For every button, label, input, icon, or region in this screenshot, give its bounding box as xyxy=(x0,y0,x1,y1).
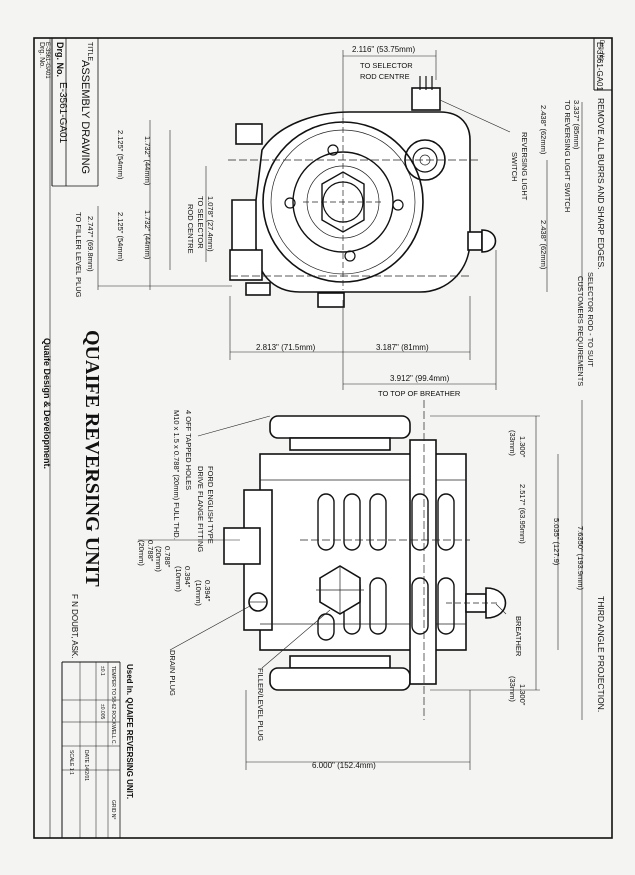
tb-note-scale: SCALE 1:1 xyxy=(68,750,74,775)
dim-0394-a-mm: (10mm) xyxy=(174,566,183,592)
to-selector-text: TO SELECTOR xyxy=(360,61,413,70)
rev-light-label-2: SWITCH xyxy=(510,152,519,182)
to-filler-plug: TO FILLER LEVEL PLUG xyxy=(74,212,83,298)
side-view xyxy=(223,400,507,720)
tb-note-date: DATE 14/2/01 xyxy=(83,750,89,781)
filler-plug-label: FILLER/LEVEL PLUG xyxy=(256,668,265,741)
corner-drg-value: E-3561-GA01 xyxy=(595,42,604,91)
rev-light-label-1: REVERSING LIGHT xyxy=(520,132,529,201)
bolt-hole-top xyxy=(327,144,339,156)
end-breather-cap xyxy=(481,229,497,253)
rod-centre-text: ROD CENTRE xyxy=(360,72,410,81)
drawing-border-inner xyxy=(49,37,613,839)
dim-5035: 5.035" (127.9) xyxy=(552,518,561,566)
dim-rev-light: 3.337" (85mm) xyxy=(572,100,581,150)
end-breather-stem xyxy=(467,231,483,251)
title-block-bottom: TEMPER TO 58-62 ROCKWELL C. ±0.1 ±0.005 … xyxy=(61,661,134,838)
drg-no-value: E-3561-GA01 xyxy=(57,82,68,144)
title-label: TITLE xyxy=(86,42,93,61)
dim-2438-b: 2.438" (62mm) xyxy=(539,220,548,270)
shaft-column xyxy=(409,439,437,685)
left-lug-top xyxy=(235,123,263,145)
bottom-flange xyxy=(269,667,411,691)
dim-1300-b: 1.300" xyxy=(518,684,527,706)
side-view-dimensions: FORD ENGLISH TYPE DRIVE FLANGE FITTING 4… xyxy=(137,400,585,770)
tb-note-temper: TEMPER TO 58-62 ROCKWELL C. xyxy=(110,666,116,745)
end-view-dimensions: 2.116" (53.75mm) TO SELECTOR ROD CENTRE … xyxy=(74,45,595,398)
drg-no-label: Drg. No. xyxy=(55,42,65,77)
bottom-boss xyxy=(317,292,345,308)
rod-centre-2: ROD CENTRE xyxy=(186,204,195,254)
dim-1732-b: 1.732" (44mm) xyxy=(143,210,152,260)
rev-switch-connector xyxy=(411,87,441,111)
dim-1732-a: 1.732" (44mm) xyxy=(143,136,152,186)
dim-2125-b: 2.125" (54mm) xyxy=(116,212,125,262)
dim-0394-b-mm: (10mm) xyxy=(194,580,203,606)
note-third-angle: THIRD ANGLE PROJECTION. xyxy=(596,596,606,712)
tb-note-tol2: ±0.005 xyxy=(99,704,105,719)
dim-3912: 3.912" (99.4mm) xyxy=(390,374,450,383)
company-name: Quaife Design & Development. xyxy=(42,338,52,469)
selector-rod-1: SELECTOR ROD - TO SUIT xyxy=(586,272,595,367)
title-block-left: Drg. No. E-3561-GA01 Drg. No. E-3561-GA0… xyxy=(38,38,99,187)
dim-1300-a-mm: (33mm) xyxy=(508,430,517,456)
left-lug-bot xyxy=(245,282,271,296)
drain-plug-label: DRAIN PLUG xyxy=(168,650,177,696)
dim-1078: 1.078" (27.4mm) xyxy=(206,196,215,252)
ford-label-1: FORD ENGLISH TYPE xyxy=(206,466,215,544)
to-rev-light: TO REVERSING LIGHT SWITCH xyxy=(563,100,572,212)
dim-0394-a: 0.394" xyxy=(183,566,192,588)
top-flange xyxy=(269,415,411,439)
dim-3187: 3.187" (81mm) xyxy=(376,343,429,352)
dim-0788-a-mm: (20mm) xyxy=(137,540,146,566)
used-in-label: Used In. QUAIFE REVERSING UNIT. xyxy=(125,664,134,799)
dim-0788-b-mm: (20mm) xyxy=(154,546,163,572)
drawn-by: F N DOUBT, ASK. xyxy=(70,594,79,658)
end-view xyxy=(228,76,497,308)
corner-drg-label: Drg. No. xyxy=(598,40,604,63)
title-block-corner: Drg. No. E-3561-GA01 xyxy=(593,38,612,91)
title-value: ASSEMBLY DRAWING xyxy=(79,60,91,174)
product-name: QUAIFE REVERSING UNIT xyxy=(81,330,103,587)
dim-1300-b-mm: (33mm) xyxy=(508,676,517,702)
dim-2813: 2.813" (71.5mm) xyxy=(256,343,316,352)
tapped-holes-2: M10 x 1.5 x 0.788" (20mm) FULL THD. xyxy=(172,410,181,540)
dim-6000: 6.000" (152.4mm) xyxy=(312,761,376,770)
selector-rod-2: CUSTOMERS REQUIREMENTS xyxy=(576,276,585,386)
dim-2747: 2.747" (69.8mm) xyxy=(86,216,95,272)
cooling-slots xyxy=(317,493,455,641)
dim-7635: 7.6350" (193.9mm) xyxy=(576,526,585,590)
tb-note-grid: GRID N° xyxy=(110,800,116,820)
tapped-holes-1: 4 OFF TAPPED HOLES xyxy=(184,410,193,490)
dim-1300-a: 1.300" xyxy=(518,436,527,458)
note-remove-burrs: REMOVE ALL BURRS AND SHARP EDGES. xyxy=(596,98,606,269)
dim-0788-b: 0.788" xyxy=(163,546,172,568)
drg-corner-label: Drg. No. xyxy=(38,42,45,68)
bolt-hole-left xyxy=(284,197,296,209)
dim-2517: 2.517" (63.95mm) xyxy=(518,484,527,544)
ford-label-2: DRIVE FLANGE FITTING xyxy=(196,466,205,552)
drg-corner-no: E-3561-GA01 xyxy=(44,42,50,79)
breather-label: BREATHER xyxy=(514,616,523,657)
to-top-breather: TO TOP OF BREATHER xyxy=(378,389,461,398)
left-lug-mid xyxy=(229,249,263,281)
bolt-hole-bottom xyxy=(344,250,356,262)
dim-0394-b: 0.394" xyxy=(203,580,212,602)
dim-2125-a: 2.125" (54mm) xyxy=(116,130,125,180)
to-selector-2: TO SELECTOR xyxy=(196,196,205,249)
dim-2438-a: 2.438" (62mm) xyxy=(539,105,548,155)
bolt-hole-right xyxy=(392,199,404,211)
dim-selector-text: 2.116" (53.75mm) xyxy=(352,45,416,54)
tb-note-tol1: ±0.1 xyxy=(99,666,105,676)
flange-inner xyxy=(292,151,394,253)
dim-0788-a: 0.788" xyxy=(146,540,155,562)
